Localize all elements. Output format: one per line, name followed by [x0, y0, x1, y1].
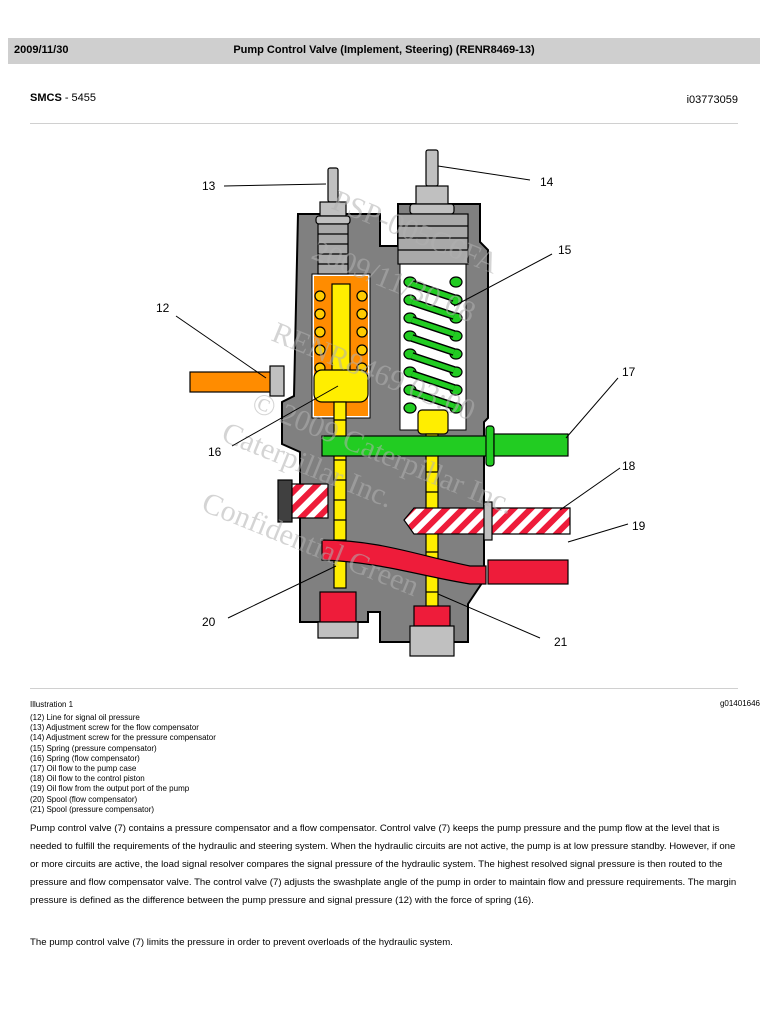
callout-20: 20 [202, 615, 216, 629]
illustration-id: g01401646 [719, 699, 760, 708]
document-id: i03773059 [686, 94, 738, 106]
legend-item: (20) Spool (flow compensator) [30, 794, 138, 804]
bottom-plugs [317, 591, 455, 657]
signal-line [189, 365, 285, 397]
pressure-compensator-spring [403, 276, 463, 414]
callout-13: 13 [202, 179, 216, 193]
header-bar: 2009/11/30 Pump Control Valve (Implement… [8, 38, 760, 64]
body-paragraph-2: The pump control valve (7) limits the pr… [30, 937, 453, 948]
legend-item: (12) Line for signal oil pressure [30, 713, 140, 722]
legend-list: (12) Line for signal oil pressure (13) A… [30, 713, 216, 815]
divider-top [30, 123, 738, 124]
callout-12: 12 [156, 301, 170, 315]
callout-16: 16 [208, 445, 222, 459]
legend-item: (13) Adjustment screw for the flow compe… [30, 723, 199, 733]
legend-item: (21) Spool (pressure compensator) [30, 804, 155, 814]
smcs-value: - 5455 [61, 92, 97, 104]
pressure-adjustment-screw [397, 149, 469, 265]
legend-item: (19) Oil flow from the output port of th… [30, 784, 190, 794]
divider-bottom [30, 688, 738, 689]
callout-leaders [175, 165, 629, 639]
pump-output-flow [321, 539, 569, 585]
legend-item: (18) Oil flow to the control piston [30, 774, 145, 784]
pump-case-flow [321, 425, 569, 467]
control-piston-flow [277, 479, 571, 541]
smcs-code: SMCS - 5455 [30, 92, 96, 104]
callout-17: 17 [622, 365, 636, 379]
callout-19: 19 [632, 519, 646, 533]
legend-item: (16) Spring (flow compensator) [30, 753, 140, 763]
illustration-title: Illustration 1 [30, 700, 74, 709]
legend-item: (17) Oil flow to the pump case [30, 764, 137, 774]
flow-adjustment-screw [315, 167, 351, 275]
pump-control-valve-diagram: PSP-005C6FA 2009/11/30 08 RENR8469 03:00… [156, 149, 646, 657]
body-paragraph-1: Pump control valve (7) contains a pressu… [30, 823, 737, 906]
callout-18: 18 [622, 459, 636, 473]
header-date: 2009/11/30 [14, 44, 69, 56]
legend-item: (14) Adjustment screw for the pressure c… [30, 733, 216, 743]
callout-15: 15 [558, 243, 572, 257]
legend-item: (15) Spring (pressure compensator) [30, 743, 157, 753]
callout-21: 21 [554, 635, 568, 649]
header-title: Pump Control Valve (Implement, Steering)… [233, 44, 535, 56]
smcs-label: SMCS [30, 92, 62, 104]
callout-14: 14 [540, 175, 554, 189]
